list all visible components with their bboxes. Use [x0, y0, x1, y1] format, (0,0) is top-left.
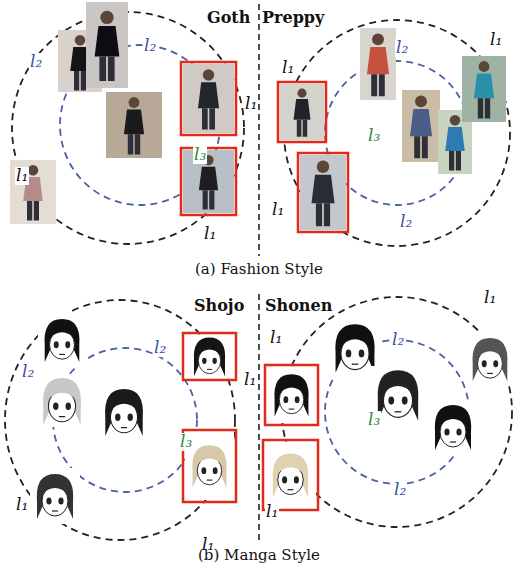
photo — [10, 2, 506, 230]
group-title: Preppy — [261, 10, 325, 27]
manga-face — [30, 312, 514, 524]
level-label: l₃ — [367, 411, 381, 429]
level-label: l₃ — [193, 146, 207, 164]
level-label: l₁ — [489, 31, 503, 49]
level-label: l₃ — [367, 127, 381, 145]
level-label: l₂ — [143, 37, 157, 55]
level-label: l₁ — [243, 371, 257, 389]
level-label: l₂ — [29, 53, 43, 71]
inner-circle — [53, 45, 469, 492]
group-title: Shonen — [264, 298, 333, 315]
level-label: l₁ — [281, 59, 295, 77]
level-label: l₁ — [271, 201, 285, 219]
level-label: l₁ — [483, 289, 497, 307]
highlight-box — [181, 62, 348, 510]
level-label: l₁ — [244, 95, 258, 113]
group-title: Goth — [206, 10, 251, 27]
level-label: l₂ — [399, 213, 413, 231]
subfigure-caption: (a) Fashion Style — [194, 262, 324, 278]
level-label: l₃ — [179, 433, 193, 451]
level-label: l₁ — [265, 503, 279, 521]
level-label: l₂ — [393, 481, 407, 499]
level-label: l₁ — [269, 329, 283, 347]
group-title: Shojo — [193, 298, 245, 315]
subfigure-caption: (b) Manga Style — [197, 548, 321, 564]
level-label: l₁ — [15, 167, 29, 185]
level-label: l₂ — [395, 39, 409, 57]
outer-circle — [5, 12, 512, 540]
level-label: l₂ — [153, 339, 167, 357]
level-label: l₁ — [15, 496, 29, 514]
level-label: l₂ — [391, 331, 405, 349]
level-label: l₁ — [203, 225, 217, 243]
level-label: l₂ — [21, 363, 35, 381]
